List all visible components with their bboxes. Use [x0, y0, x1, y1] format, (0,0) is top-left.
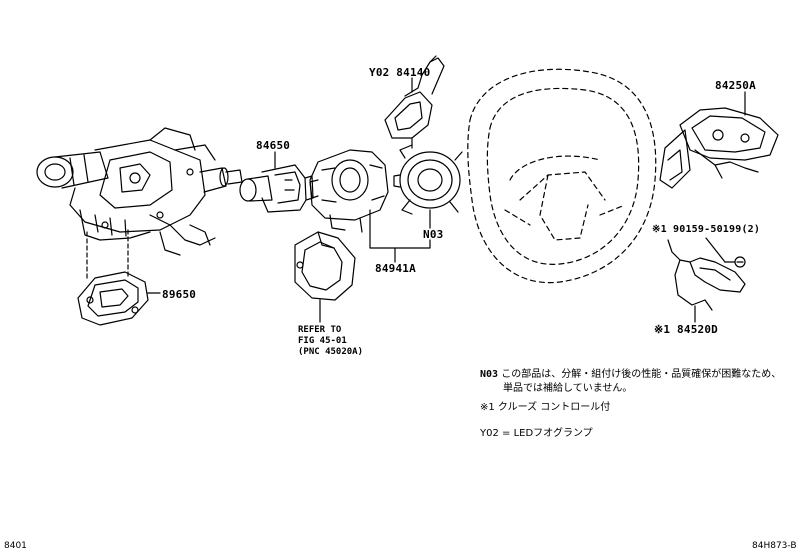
leader-dashed-89650 [86, 229, 129, 281]
reference-line-1: REFER TO [298, 325, 342, 335]
part-84520d-cruise-switch [667, 239, 746, 311]
reference-line-2: FIG 45-01 [298, 336, 347, 346]
steering-wheel-outline [467, 68, 657, 284]
label-84250a[interactable]: 84250A [715, 79, 756, 92]
label-84941a[interactable]: 84941A [375, 262, 416, 275]
reference-line-3: (PNC 45020A) [298, 347, 364, 357]
part-84140-lever-switch [384, 55, 445, 149]
label-n03[interactable]: N03 [423, 228, 444, 241]
part-84250a-pad-switch [659, 107, 779, 189]
note-n03: N03 この部品は、分解・組付け後の性能・品質確保が困難なため、 [480, 365, 781, 380]
note-y02: Y02 = LEDフオグランプ [480, 428, 593, 439]
label-84140-number: 84140 [396, 66, 431, 79]
part-spiral-cable [393, 144, 463, 215]
part-airbag-cover [294, 231, 356, 301]
note-n03-line-1: この部品は、分解・組付け後の性能・品質確保が困難なため、 [501, 369, 782, 380]
part-combination-switch-body [309, 149, 389, 233]
part-84650-switch [239, 164, 314, 213]
footer-left-code: 8401 [4, 541, 27, 551]
reference-fig-45-01[interactable]: REFER TO FIG 45-01 (PNC 45020A) [298, 325, 363, 358]
note-n03-code: N03 [480, 369, 499, 380]
label-84140[interactable]: Y02 84140 [369, 66, 430, 79]
note-n03-line-2: 単品では補給していません。 [503, 383, 633, 394]
steering-column-assembly [36, 127, 243, 256]
label-84520d[interactable]: ※1 84520D [654, 323, 718, 336]
label-90159-50199[interactable]: ※1 90159-50199(2) [652, 224, 761, 235]
label-84650[interactable]: 84650 [256, 139, 291, 152]
leader-lines [147, 77, 746, 323]
note-mark-1: ※1 クルーズ コントロール付 [480, 402, 611, 413]
label-84140-code: Y02 [369, 66, 390, 79]
part-89650-unit [77, 271, 149, 326]
footer-right-code: 84H873-B [752, 541, 797, 551]
label-89650[interactable]: 89650 [162, 288, 197, 301]
